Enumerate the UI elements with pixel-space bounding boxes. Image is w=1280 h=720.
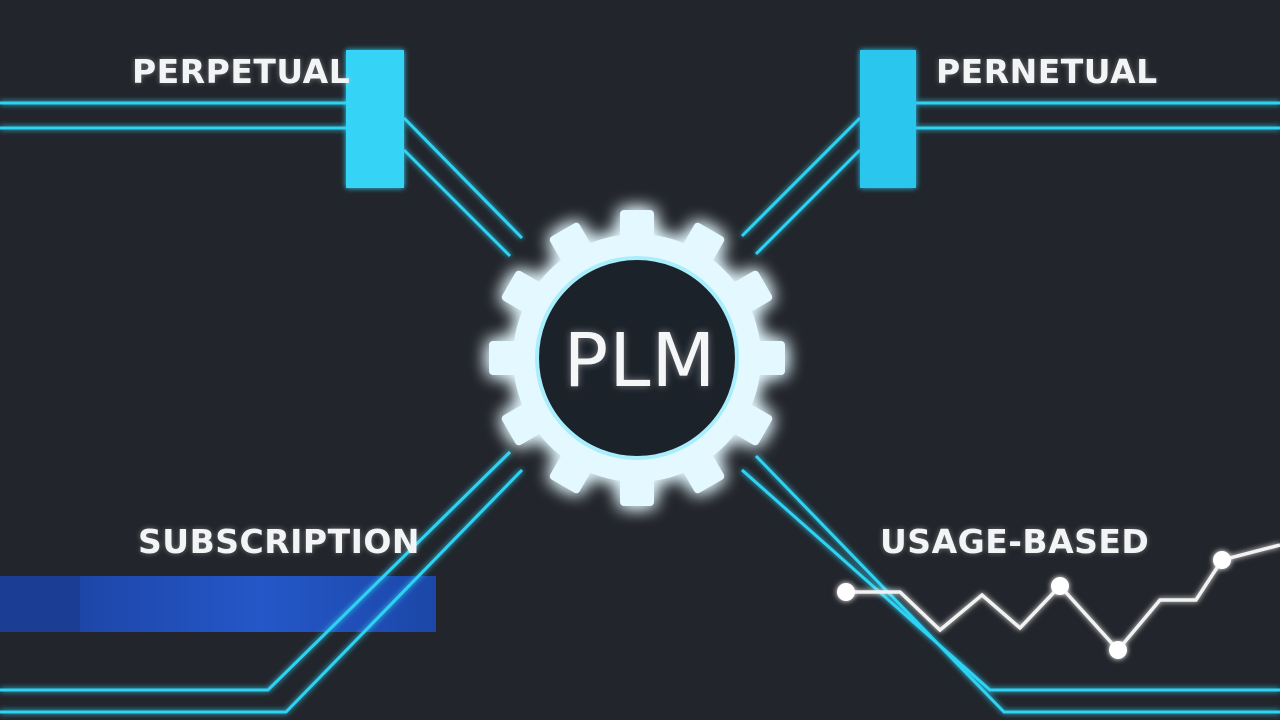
trend-line-icon bbox=[837, 543, 1280, 659]
label-usage-based: USAGE-BASED bbox=[880, 522, 1150, 561]
label-perpetual-right: PERNETUAL bbox=[936, 52, 1158, 91]
connector-bottom-left bbox=[0, 450, 524, 714]
label-subscription: SUBSCRIPTION bbox=[138, 522, 421, 561]
connector-block-top-left bbox=[346, 50, 404, 188]
connector-bottom-right bbox=[741, 454, 1280, 714]
trend-point bbox=[1109, 641, 1127, 659]
connector-block-top-right bbox=[860, 50, 916, 188]
subscription-bar-segment bbox=[0, 576, 80, 632]
connector-top-right bbox=[740, 101, 1280, 256]
label-perpetual-left: PERPETUAL bbox=[132, 52, 351, 91]
trend-point bbox=[1051, 577, 1069, 595]
gear-icon bbox=[489, 210, 785, 506]
connector-top-left bbox=[0, 101, 524, 258]
center-label: PLM bbox=[563, 318, 717, 404]
trend-point bbox=[1213, 551, 1231, 569]
trend-point bbox=[837, 583, 855, 601]
